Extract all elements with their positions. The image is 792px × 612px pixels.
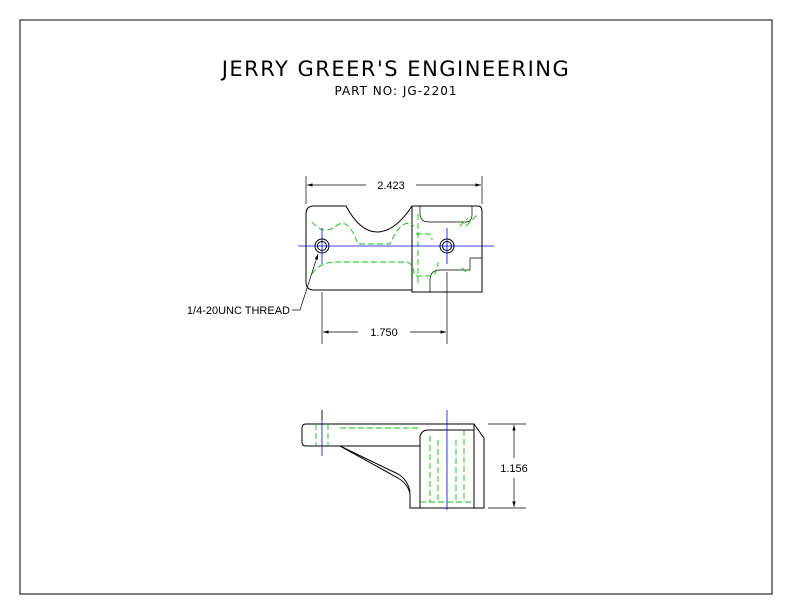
thread-callout: 1/4-20UNC THREAD — [187, 305, 290, 317]
top-view: 2.423 1.750 1/4-20UNC THREAD — [187, 176, 494, 344]
front-view-outline — [301, 423, 485, 509]
top-view-right-pocket-top — [419, 206, 473, 223]
top-view-hidden-right — [416, 213, 479, 277]
top-view-hidden-bottom — [311, 261, 415, 275]
front-view-boss-shoulder — [419, 429, 474, 437]
overall-width-label: 2.423 — [377, 180, 405, 192]
thread-leader — [292, 253, 319, 311]
height-label: 1.156 — [500, 463, 528, 475]
front-view: 1.156 — [301, 410, 528, 510]
front-view-web — [339, 445, 411, 493]
part-number: PART NO: JG-2201 — [334, 84, 457, 98]
top-view-right-pocket — [429, 257, 482, 292]
top-view-outline — [305, 205, 483, 293]
drawing-title: JERRY GREER'S ENGINEERING — [220, 57, 571, 81]
hole-spacing-label: 1.750 — [370, 327, 398, 339]
sheet-border — [19, 19, 773, 595]
